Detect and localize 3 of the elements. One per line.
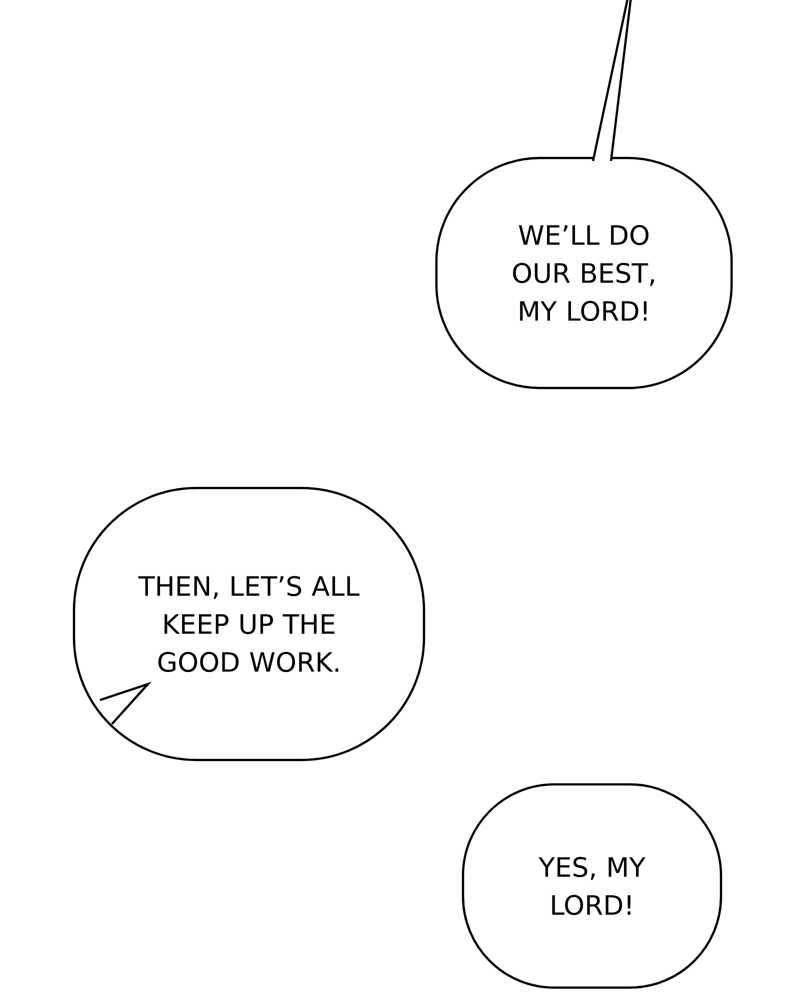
speech-bubble: WE’LL DO OUR BEST, MY LORD! bbox=[435, 0, 733, 390]
speech-bubble: THEN, LET’S ALL KEEP UP THE GOOD WORK. bbox=[72, 486, 426, 762]
speech-bubble: YES, MY LORD! bbox=[462, 783, 722, 989]
